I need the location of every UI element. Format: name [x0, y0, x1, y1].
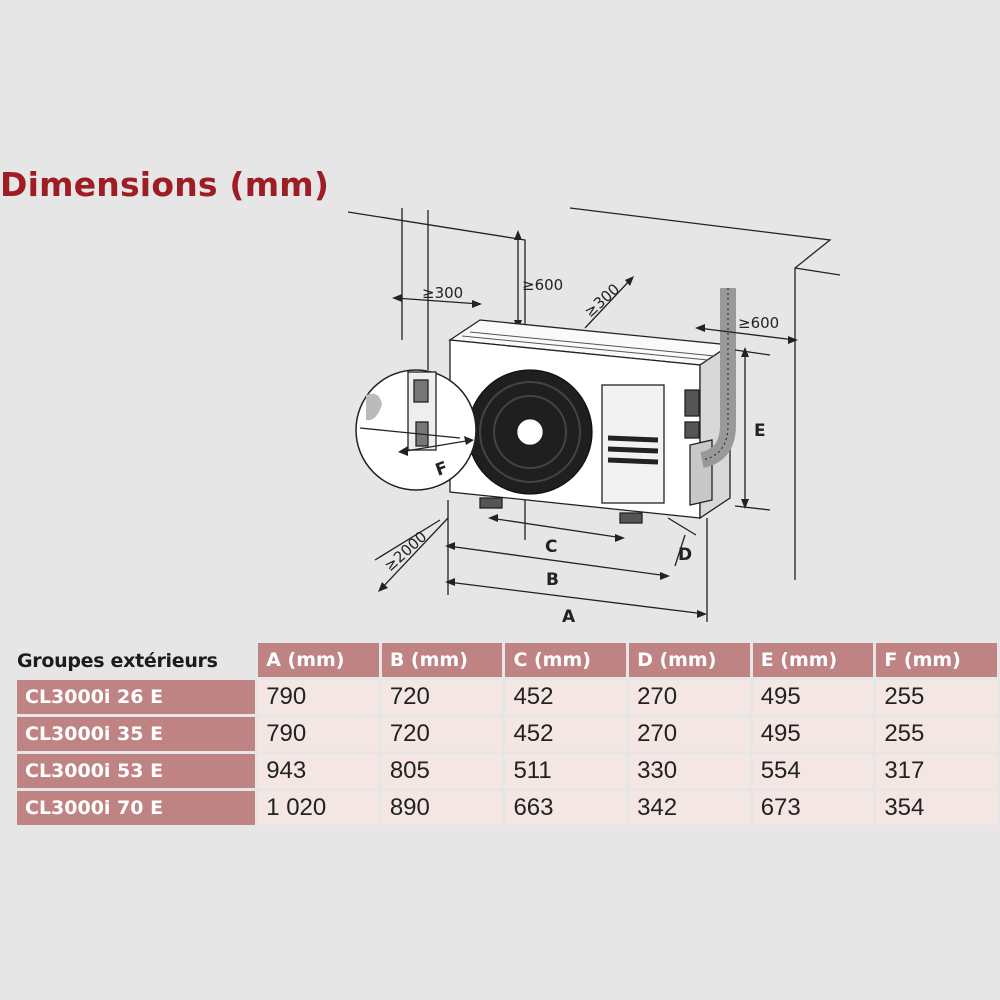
table-cell: 495	[752, 680, 874, 714]
table-cell: 673	[752, 791, 874, 825]
outdoor-unit-diagram: ≥600 ≥300 ≥300	[340, 200, 860, 630]
dimensions-table: Groupes extérieurs A (mm) B (mm) C (mm) …	[14, 640, 1000, 828]
refrigerant-pipe	[699, 288, 736, 468]
wall-right-line	[569, 207, 832, 580]
model-name: CL3000i 26 E	[17, 680, 256, 714]
table-cell: 495	[752, 717, 874, 751]
column-header-c: C (mm)	[505, 643, 627, 677]
table-cell: 342	[629, 791, 750, 825]
dim-a-label: A	[562, 607, 576, 627]
table-cell: 663	[505, 791, 627, 825]
table-cell: 270	[629, 717, 750, 751]
model-name: CL3000i 53 E	[17, 754, 256, 788]
column-header-b: B (mm)	[381, 643, 503, 677]
dim-d-label: D	[678, 545, 692, 565]
table-cell: 452	[505, 717, 627, 751]
model-name: CL3000i 35 E	[17, 717, 256, 751]
table-cell: 317	[876, 754, 997, 788]
table-cell: 255	[876, 680, 997, 714]
table-cell: 330	[629, 754, 750, 788]
dim-e-label: E	[754, 421, 766, 441]
row-header-label: Groupes extérieurs	[17, 650, 218, 672]
column-header-f: F (mm)	[876, 643, 997, 677]
dim-b-label: B	[546, 570, 559, 590]
page-title: Dimensions (mm)	[0, 165, 330, 204]
table-cell: 255	[876, 717, 997, 751]
table-cell: 790	[258, 717, 379, 751]
table-cell: 720	[381, 717, 503, 751]
model-name: CL3000i 70 E	[17, 791, 256, 825]
table-row: CL3000i 35 E 790 720 452 270 495 255	[17, 717, 997, 751]
wall-right-line-2	[794, 267, 841, 276]
table-cell: 720	[381, 680, 503, 714]
table-cell: 890	[381, 791, 503, 825]
clearance-top-label: ≥600	[522, 276, 563, 294]
column-header-e: E (mm)	[752, 643, 874, 677]
table-cell: 1 020	[258, 791, 379, 825]
clearance-left-label: ≥300	[422, 284, 463, 302]
table-cell: 270	[629, 680, 750, 714]
side-panel	[601, 384, 665, 504]
table-cell: 943	[258, 754, 379, 788]
table-header-row: Groupes extérieurs A (mm) B (mm) C (mm) …	[17, 643, 997, 677]
table-row: CL3000i 26 E 790 720 452 270 495 255	[17, 680, 997, 714]
clearance-back-label: ≥300	[581, 280, 624, 321]
column-header-a: A (mm)	[258, 643, 379, 677]
dim-c-label: C	[545, 537, 557, 557]
table-cell: 805	[381, 754, 503, 788]
table-row: CL3000i 70 E 1 020 890 663 342 673 354	[17, 791, 997, 825]
table-cell: 511	[505, 754, 627, 788]
table-cell: 790	[258, 680, 379, 714]
table-row: CL3000i 53 E 943 805 511 330 554 317	[17, 754, 997, 788]
clearance-right-label: ≥600	[738, 314, 779, 332]
table-cell: 452	[505, 680, 627, 714]
table-cell: 354	[876, 791, 997, 825]
column-header-d: D (mm)	[629, 643, 750, 677]
table-cell: 554	[752, 754, 874, 788]
